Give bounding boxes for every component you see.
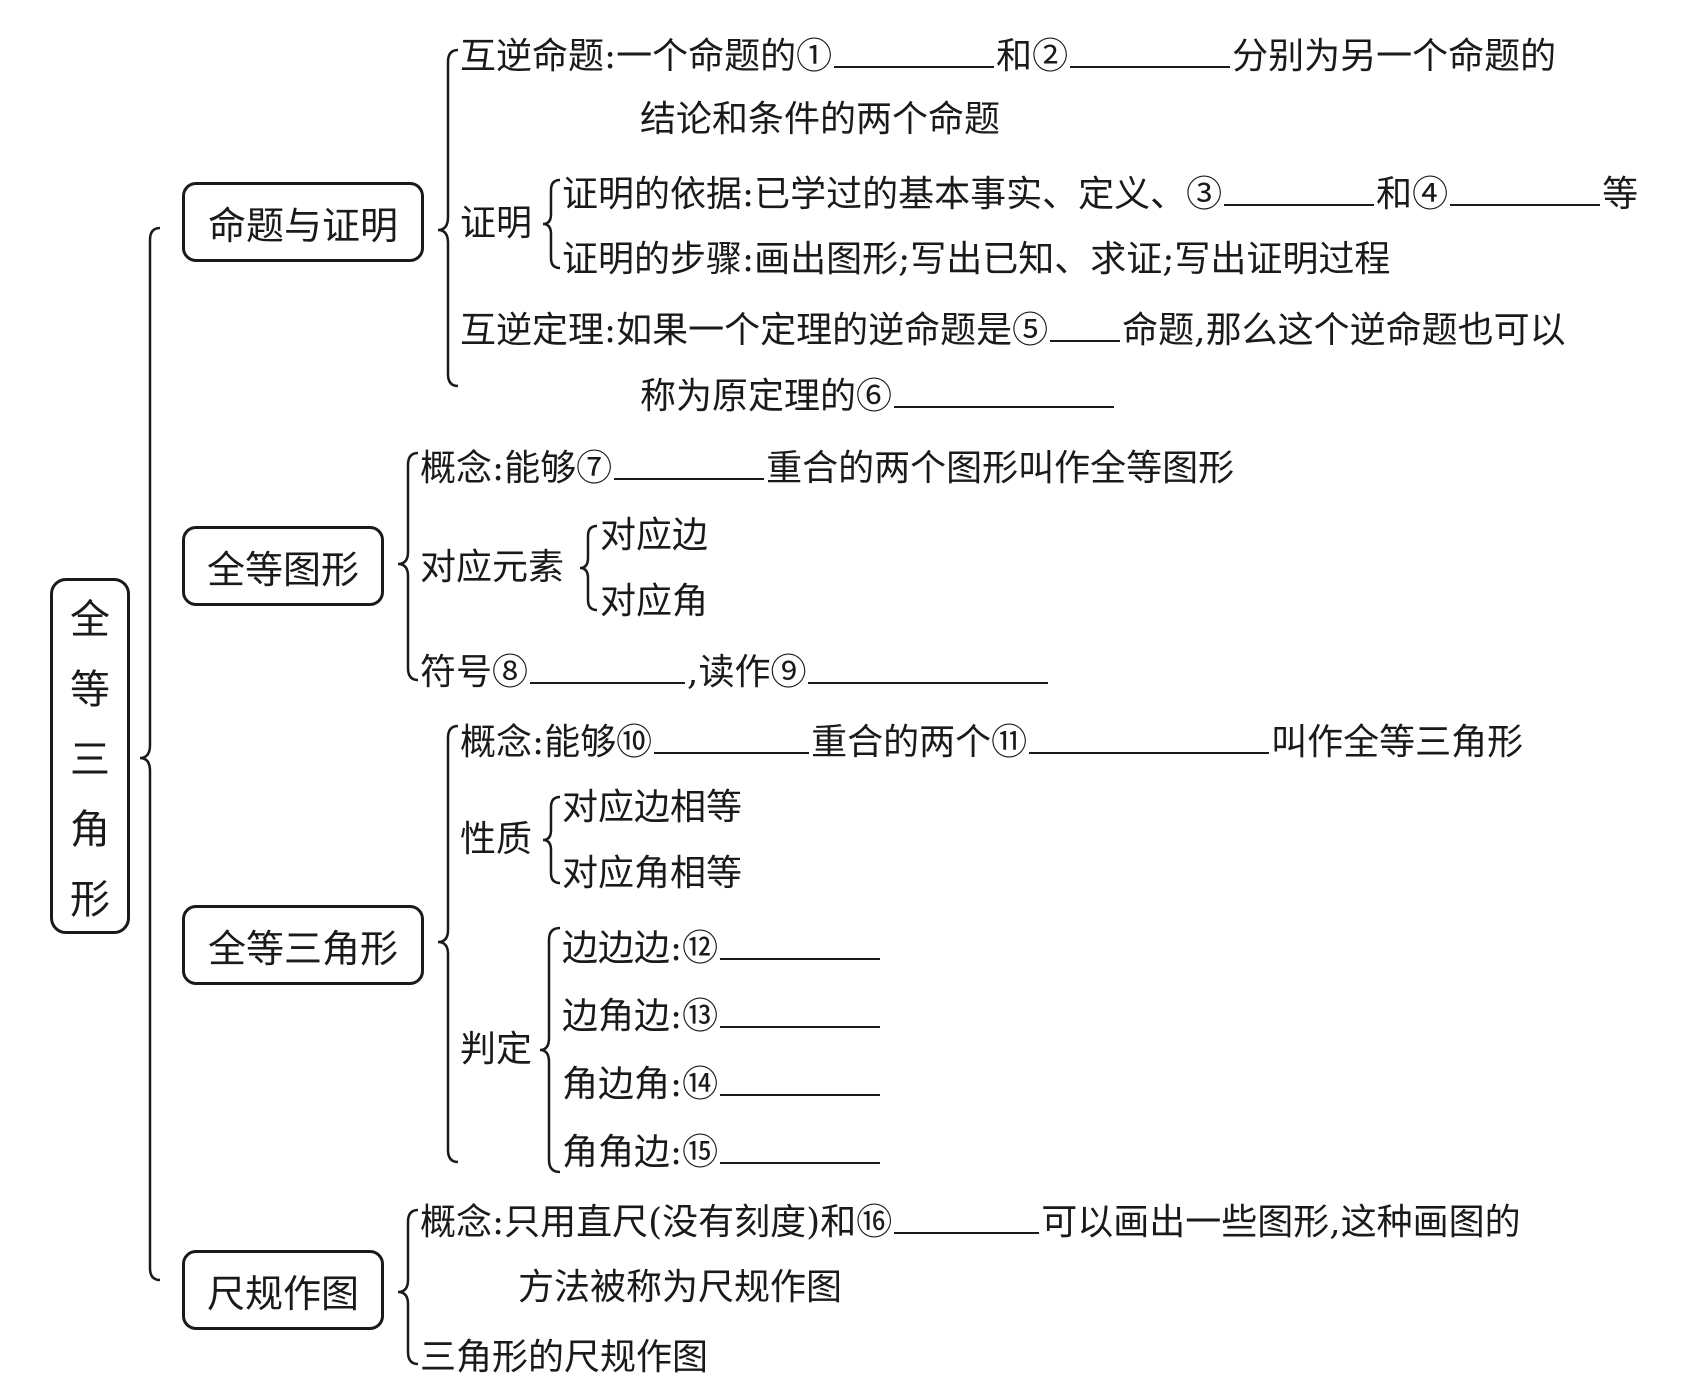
branch-congruent-figures: 全等图形: [182, 526, 384, 606]
criteria-label: 判定: [460, 1029, 533, 1070]
proof-steps-line: 证明的步骤:画出图形;写出已知、求证;写出证明过程: [562, 239, 1391, 280]
blank-11[interactable]: [1029, 718, 1270, 754]
symbol-line: 符号⑧,读作⑨: [420, 648, 1050, 695]
blank-9[interactable]: [808, 648, 1049, 684]
root-char: 形: [70, 877, 110, 923]
ruler-concept-cont: 方法被称为尺规作图: [518, 1267, 843, 1308]
root-node: 全 等 三 角 形: [50, 578, 130, 934]
root-char: 等: [70, 667, 110, 713]
properties-label: 性质: [460, 819, 533, 860]
blank-8[interactable]: [530, 648, 686, 684]
blank-4[interactable]: [1450, 170, 1601, 206]
criterion-sss: 边边边:⑫: [562, 924, 882, 971]
property-sides-equal: 对应边相等: [562, 787, 743, 828]
blank-12[interactable]: [720, 924, 881, 960]
root-char: 全: [70, 597, 110, 643]
blank-10[interactable]: [654, 718, 810, 754]
criterion-sas: 边角边:⑬: [562, 992, 882, 1039]
blank-6[interactable]: [894, 372, 1115, 408]
corresponding-elements-label: 对应元素: [420, 547, 565, 588]
blank-5[interactable]: [1050, 306, 1121, 342]
blank-15[interactable]: [720, 1128, 881, 1164]
proof-label: 证明: [460, 203, 533, 244]
blank-7[interactable]: [614, 444, 765, 480]
blank-3[interactable]: [1224, 170, 1375, 206]
converse-propositions-cont: 结论和条件的两个命题: [640, 99, 1001, 140]
criterion-aas: 角角边:⑮: [562, 1128, 882, 1175]
blank-13[interactable]: [720, 992, 881, 1028]
converse-theorem-cont: 称为原定理的⑥: [640, 372, 1116, 419]
corresponding-angles: 对应角: [600, 581, 709, 622]
triangle-construction: 三角形的尺规作图: [420, 1337, 709, 1378]
criterion-asa: 角边角:⑭: [562, 1060, 882, 1107]
blank-14[interactable]: [720, 1060, 881, 1096]
corresponding-sides: 对应边: [600, 515, 709, 556]
blank-16[interactable]: [894, 1198, 1040, 1234]
root-char: 角: [70, 807, 110, 853]
branch-proposition-proof: 命题与证明: [182, 182, 424, 262]
branch-congruent-triangles: 全等三角形: [182, 905, 424, 985]
blank-1[interactable]: [834, 32, 995, 68]
branch-ruler-compass: 尺规作图: [182, 1250, 384, 1330]
blank-2[interactable]: [1070, 32, 1231, 68]
root-char: 三: [70, 737, 110, 783]
property-angles-equal: 对应角相等: [562, 853, 743, 894]
